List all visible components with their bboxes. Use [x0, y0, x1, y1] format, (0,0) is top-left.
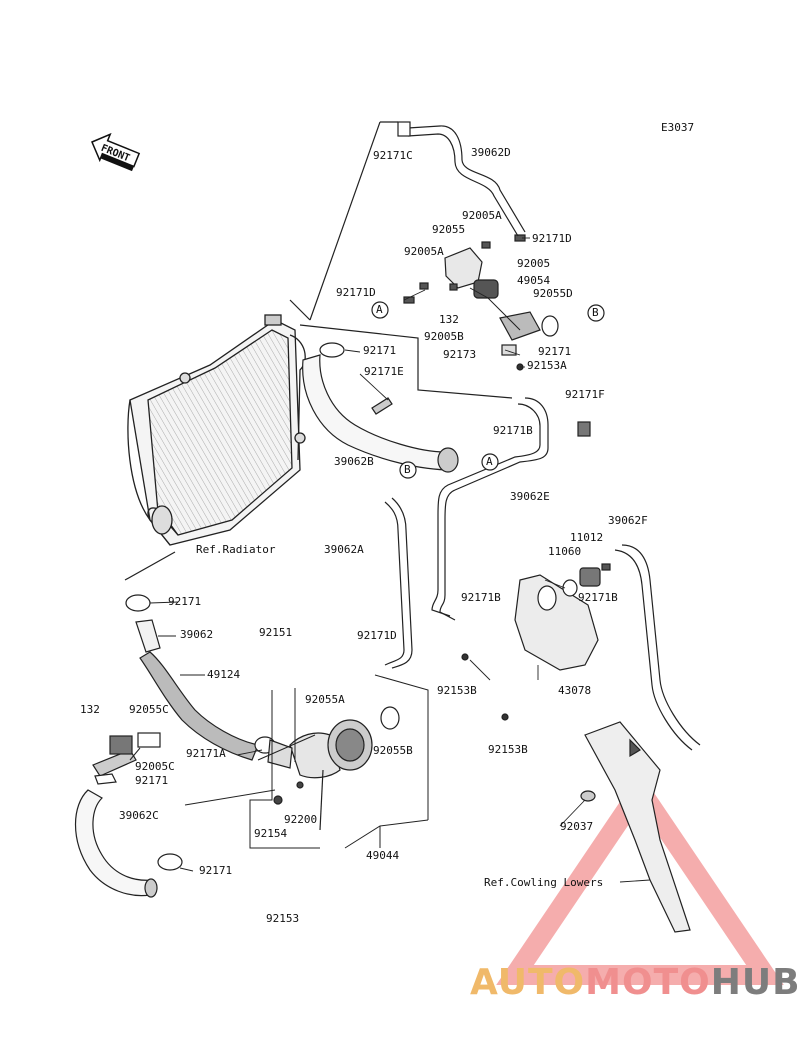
hose-lines — [124, 121, 701, 751]
label-leaders — [149, 237, 651, 883]
callout-circles — [371, 301, 605, 479]
ref-radiator: Ref.Radiator — [196, 543, 276, 556]
part-label: 92037 — [560, 820, 594, 833]
part-label: 49044 — [366, 849, 400, 862]
reservoir-tank — [461, 421, 611, 721]
part-label: 92055A — [305, 693, 345, 706]
part-label: 39062C — [119, 809, 159, 822]
part-label: 92153A — [527, 359, 567, 372]
part-label: 92055D — [533, 287, 573, 300]
part-label: 92171F — [565, 388, 605, 401]
part-label: 39062 — [180, 628, 214, 641]
part-label: 132 — [80, 703, 100, 716]
hose-39062b — [302, 342, 459, 473]
part-label: 11060 — [548, 545, 582, 558]
part-label: 92005A — [462, 209, 502, 222]
part-label: 92153B — [437, 684, 477, 697]
part-label: 49124 — [207, 668, 241, 681]
part-label: 92055B — [373, 744, 413, 757]
part-label: 92171E — [364, 365, 404, 378]
watermark-part-1: AUTO — [470, 962, 586, 1003]
part-label: 39062F — [608, 514, 648, 527]
part-label: 92005A — [404, 245, 444, 258]
part-label: 92154 — [254, 827, 288, 840]
part-label: 43078 — [558, 684, 592, 697]
part-label: 92151 — [259, 626, 293, 639]
watermark-triangle — [496, 772, 784, 985]
part-label: 39062D — [471, 146, 511, 159]
part-label: 92055C — [129, 703, 169, 716]
part-label: 92171C — [373, 149, 413, 162]
part-label: 92005C — [135, 760, 175, 773]
part-label: 92153B — [488, 743, 528, 756]
callout-b-top: B — [592, 306, 599, 319]
part-label: 92171D — [357, 629, 397, 642]
part-label: 92153 — [266, 912, 300, 925]
front-arrow-icon — [91, 132, 141, 172]
part-label: 92171 — [135, 774, 169, 787]
part-label: 39062A — [324, 543, 364, 556]
part-label: 39062B — [334, 455, 374, 468]
part-label: 92171 — [538, 345, 572, 358]
part-label: 92171B — [578, 591, 618, 604]
watermark-logo: AUTOMOTOHUB — [470, 962, 800, 1003]
radiator-assembly — [127, 314, 306, 546]
part-label: 92005B — [424, 330, 464, 343]
watermark-part-2: MOTO — [585, 962, 711, 1003]
part-label: 92171B — [461, 591, 501, 604]
hose-39062c — [74, 732, 183, 898]
part-label: 132 — [439, 313, 459, 326]
callout-a-top: A — [376, 303, 383, 316]
part-label: 92171A — [186, 747, 226, 760]
part-label: 92173 — [443, 348, 477, 361]
part-label: 92055 — [432, 223, 466, 236]
ref-cowling-lowers: Ref.Cowling Lowers — [484, 876, 604, 889]
cowling-lower-bracket — [580, 721, 691, 933]
part-label: 92171 — [199, 864, 233, 877]
part-label: 92171D — [336, 286, 376, 299]
diagram-code: E3037 — [661, 121, 695, 134]
watermark-part-3: HUB — [710, 962, 800, 1003]
part-label: 92200 — [284, 813, 318, 826]
part-label: 11012 — [570, 531, 604, 544]
callout-a-mid: A — [486, 455, 493, 468]
part-label: 92171 — [168, 595, 202, 608]
water-pump — [267, 706, 400, 831]
part-label: 39062E — [510, 490, 550, 503]
part-label: 92171 — [363, 344, 397, 357]
leader-lines — [129, 287, 521, 849]
part-label: 49054 — [517, 274, 551, 287]
part-label: 92171B — [493, 424, 533, 437]
callout-b-mid: B — [404, 463, 411, 476]
part-label: 92005 — [517, 257, 551, 270]
part-label: 92171D — [532, 232, 572, 245]
